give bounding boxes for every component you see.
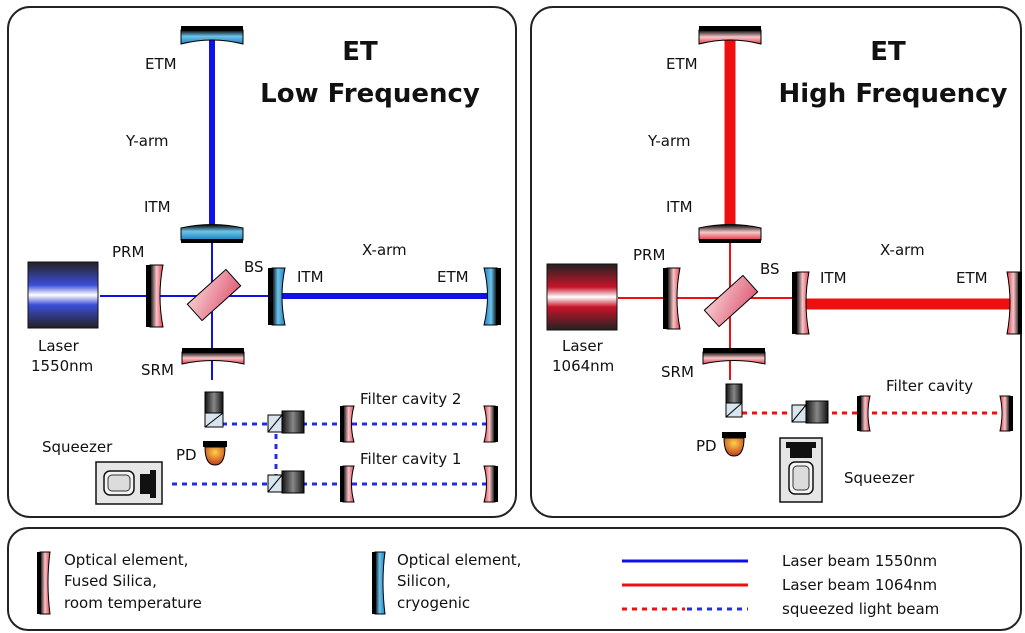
hf-laser-source	[546, 263, 618, 331]
lf-photodetector	[203, 441, 227, 466]
hf-etm-x-mirror	[1006, 271, 1022, 335]
hf-fc-end-mirror	[999, 395, 1013, 432]
lf-y-arm-label: Y-arm	[125, 132, 169, 150]
hf-filter-cavity-label: Filter cavity	[886, 377, 973, 395]
legend-fused-silica-line-3: room temperature	[64, 594, 202, 612]
legend-silicon-line-1: Optical element,	[397, 551, 521, 569]
lf-squeezer	[95, 461, 163, 505]
lf-title-line-2: Low Frequency	[260, 79, 480, 109]
high-frequency-panel: ET High Frequency ETM Y-arm ITM X-arm PR…	[530, 6, 1022, 518]
lf-title-line-1: ET	[342, 37, 378, 67]
legend-beam-1550-label: Laser beam 1550nm	[782, 552, 937, 570]
lf-itm-y-mirror	[180, 224, 244, 243]
legend-fused-silica-line-1: Optical element,	[64, 551, 188, 569]
hf-srm-label: SRM	[661, 363, 694, 381]
lf-itm-y-label: ITM	[144, 198, 171, 216]
hf-prm-label: PRM	[633, 246, 665, 264]
hf-itm-x-mirror	[792, 271, 810, 335]
lf-fc1-end-mirror	[483, 465, 498, 503]
hf-etm-y-mirror	[698, 26, 762, 45]
hf-itm-y-label: ITM	[666, 198, 693, 216]
hf-fc-input-mirror	[857, 395, 871, 432]
hf-laser-label-2: 1064nm	[552, 357, 614, 375]
lf-srm-label: SRM	[141, 361, 174, 379]
lf-filter-cavity-1-label: Filter cavity 1	[360, 450, 461, 468]
legend-squeezed-label: squeezed light beam	[782, 600, 939, 618]
lf-prm-label: PRM	[112, 243, 144, 261]
lf-laser-label-1: Laser	[38, 337, 80, 355]
hf-squeezer	[779, 437, 823, 503]
lf-fc1-cube	[267, 470, 305, 494]
hf-pd-cube	[725, 383, 743, 418]
legend-silicon-swatch	[372, 551, 386, 615]
lf-filter-cavity-2-label: Filter cavity 2	[360, 390, 461, 408]
hf-y-arm-label: Y-arm	[647, 132, 691, 150]
hf-itm-x-label: ITM	[820, 269, 847, 287]
legend-silicon-line-2: Silicon,	[397, 572, 451, 590]
hf-itm-y-mirror	[698, 224, 762, 243]
lf-etm-y-mirror	[180, 26, 244, 45]
hf-photodetector	[722, 432, 746, 457]
hf-etm-y-label: ETM	[666, 55, 698, 73]
hf-fc-cube	[791, 400, 829, 424]
lf-etm-x-mirror	[483, 267, 501, 326]
lf-laser-label-2: 1550nm	[31, 357, 93, 375]
legend-silicon-line-3: cryogenic	[397, 594, 470, 612]
hf-squeezer-label: Squeezer	[844, 469, 915, 487]
legend-fused-silica-swatch	[37, 551, 51, 615]
hf-prm-mirror	[663, 267, 681, 330]
lf-squeezed-beams	[172, 422, 488, 486]
low-frequency-panel: ET Low Frequency ETM Y-arm ITM X-arm PRM…	[7, 6, 517, 518]
hf-title-line-2: High Frequency	[778, 79, 1007, 109]
lf-etm-y-label: ETM	[145, 55, 177, 73]
hf-srm-mirror	[702, 348, 766, 365]
hf-pd-label: PD	[696, 437, 717, 455]
lf-srm-mirror	[181, 348, 245, 365]
legend-beam-1064-label: Laser beam 1064nm	[782, 576, 937, 594]
lf-bs-label: BS	[244, 258, 264, 276]
lf-itm-x-mirror	[268, 267, 286, 326]
legend-panel: Optical element, Fused Silica, room temp…	[7, 527, 1022, 631]
lf-laser-source	[27, 261, 99, 329]
lf-beamsplitter	[186, 268, 242, 322]
lf-fc2-input-mirror	[340, 405, 355, 443]
hf-etm-x-label: ETM	[956, 269, 988, 287]
lf-squeezer-label: Squeezer	[42, 438, 113, 456]
lf-prm-mirror	[146, 264, 164, 328]
lf-fc1-input-mirror	[340, 465, 355, 503]
hf-title-line-1: ET	[870, 37, 906, 67]
hf-panel-border	[530, 6, 1022, 518]
legend-border	[7, 527, 1022, 631]
lf-itm-x-label: ITM	[297, 268, 324, 286]
lf-etm-x-label: ETM	[437, 268, 469, 286]
lf-pd-cube	[204, 391, 224, 428]
lf-x-arm-label: X-arm	[362, 241, 407, 259]
lf-fc2-end-mirror	[483, 405, 498, 443]
lf-fc2-cube	[267, 410, 305, 434]
legend-fused-silica-line-2: Fused Silica,	[64, 572, 157, 590]
hf-bs-label: BS	[760, 260, 780, 278]
lf-panel-border	[7, 6, 517, 518]
hf-x-arm-label: X-arm	[880, 241, 925, 259]
hf-laser-label-1: Laser	[562, 337, 604, 355]
lf-pd-label: PD	[176, 446, 197, 464]
hf-beamsplitter	[703, 274, 759, 328]
